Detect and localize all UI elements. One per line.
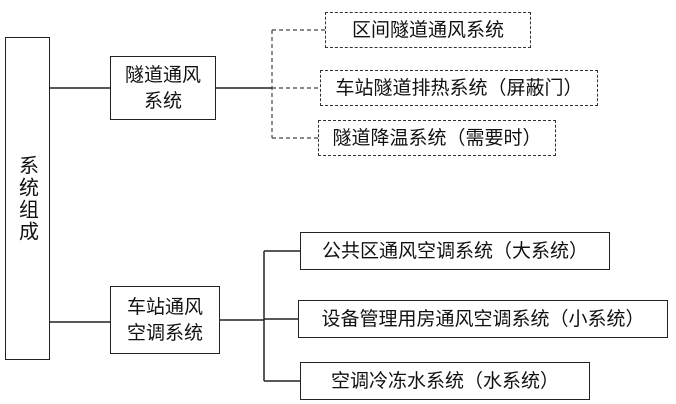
leaf-node-label: 空调冷冻水系统（水系统） (330, 370, 559, 392)
root-node: 系统组成 (5, 37, 50, 360)
leaf-node-chilled-water-system: 空调冷冻水系统（水系统） (300, 362, 590, 400)
leaf-node-section-tunnel-ventilation: 区间隧道通风系统 (325, 12, 531, 48)
root-node-label: 系统组成 (15, 154, 40, 243)
leaf-node-label: 区间隧道通风系统 (351, 19, 504, 41)
leaf-node-public-area-ac: 公共区通风空调系统（大系统） (300, 232, 610, 270)
leaf-node-tunnel-cooling: 隧道降温系统（需要时） (318, 120, 556, 156)
branch-node-station-ventilation: 车站通风空调系统 (110, 286, 220, 354)
leaf-node-station-tunnel-heat-exhaust: 车站隧道排热系统（屏蔽门） (320, 70, 598, 106)
leaf-node-label: 隧道降温系统（需要时） (332, 127, 542, 149)
leaf-node-label: 车站隧道排热系统（屏蔽门） (335, 77, 583, 99)
branch-node-tunnel-ventilation: 隧道通风系统 (110, 56, 216, 120)
branch-node-label: 车站通风空调系统 (126, 296, 203, 344)
leaf-node-label: 设备管理用房通风空调系统（小系统） (321, 308, 645, 330)
leaf-node-equipment-room-ac: 设备管理用房通风空调系统（小系统） (298, 300, 668, 338)
leaf-node-label: 公共区通风空调系统（大系统） (321, 240, 588, 262)
branch-node-label: 隧道通风系统 (124, 64, 201, 112)
